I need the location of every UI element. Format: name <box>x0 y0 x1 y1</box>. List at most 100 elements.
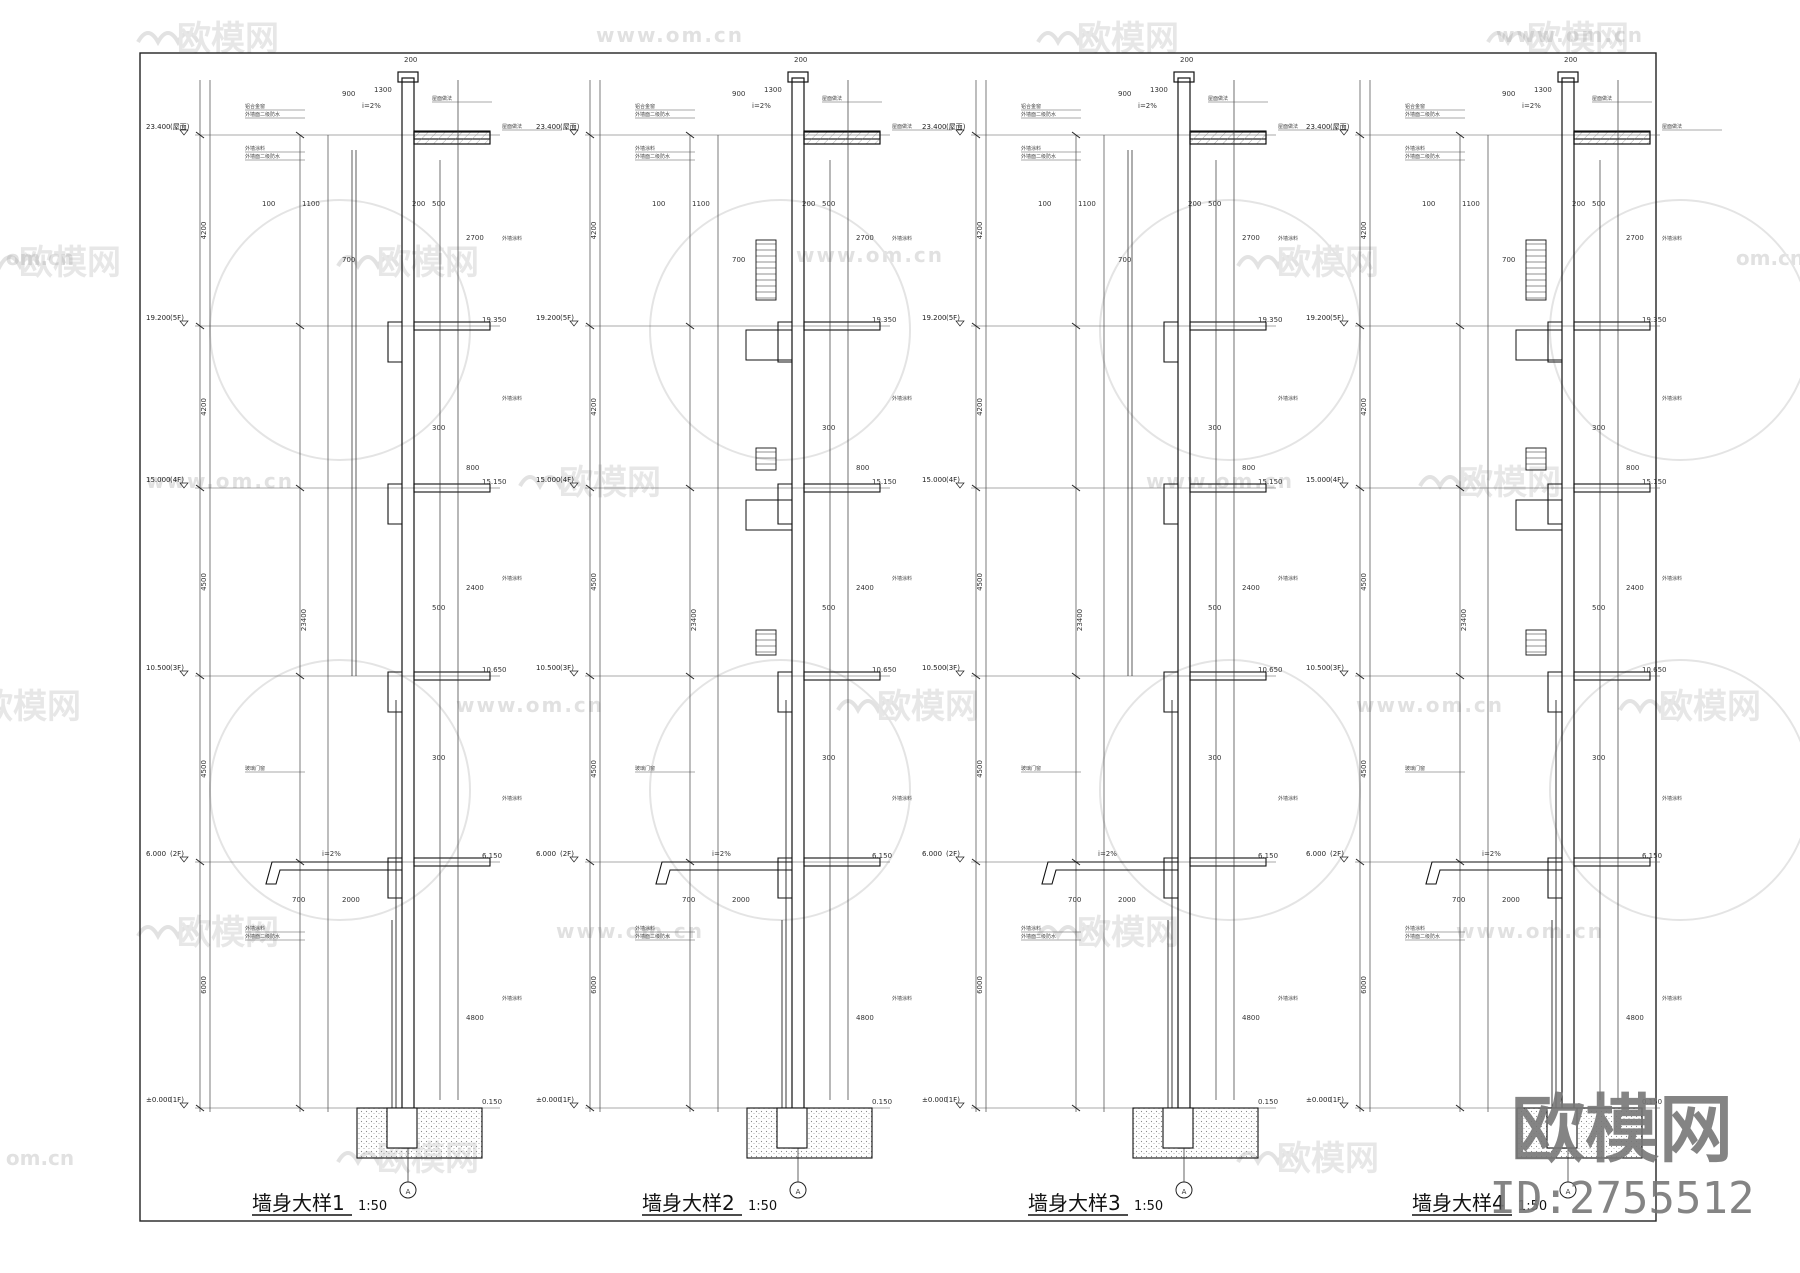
detail-scale-text: 1:50 <box>748 1199 777 1214</box>
leader-note-text: 外墙面二级防水 <box>1021 153 1056 160</box>
detail-scale-text: 1:50 <box>358 1199 387 1214</box>
leader-note-text: 屋面做法 <box>502 123 522 130</box>
right-level-label: 15.150 <box>1258 478 1283 486</box>
leader-note-text: 屋面做法 <box>1208 95 1228 102</box>
leader-note-text: 玻璃门窗 <box>1021 765 1041 772</box>
leader-note: 玻璃门窗 <box>635 765 695 773</box>
level-elevation: 6.000 <box>146 850 166 858</box>
dimension-label: 2700 <box>1626 234 1644 242</box>
louver-window <box>1525 629 1547 656</box>
dimension-label: 700 <box>1502 256 1515 264</box>
dimension-label: 1300 <box>1534 86 1552 94</box>
room-note: 外墙涂料 <box>1278 575 1298 582</box>
canopy-slope: i=2% <box>1482 850 1501 858</box>
level-mark: 23.400(屋面) <box>922 123 966 136</box>
dimension-label: 100 <box>1422 200 1435 208</box>
leader-note: 铝合金窗 <box>635 103 695 111</box>
om-logo-icon <box>1236 255 1300 271</box>
height-dimension: 4200 <box>976 222 984 240</box>
floor-slab <box>803 857 881 867</box>
level-mark: 15.000(4F) <box>146 476 189 489</box>
level-elevation: 6.000 <box>536 850 556 858</box>
om-logo-icon <box>518 475 582 491</box>
watermark: 欧模网 <box>836 687 979 727</box>
height-dimension: 4200 <box>1360 398 1368 416</box>
room-note: 外墙涂料 <box>1278 795 1298 802</box>
axis-bubble-label: A <box>1182 1188 1187 1196</box>
leader-note-text: 铝合金窗 <box>635 103 655 110</box>
height-dimension: 4200 <box>590 222 598 240</box>
leader-note-text: 外墙涂料 <box>245 925 265 932</box>
room-note: 外墙涂料 <box>502 995 522 1002</box>
watermark-url-text: om.cn <box>6 1146 74 1170</box>
floor-slab <box>1573 321 1651 331</box>
floor-slab <box>1189 671 1267 681</box>
level-floor-tag: (1F) <box>560 1096 574 1104</box>
watermark-url-text: www.om.cn <box>1146 469 1294 493</box>
foundation <box>1132 1107 1259 1159</box>
leader-note: 屋面做法 <box>1208 95 1268 103</box>
watermark-url-text: www.om.cn <box>796 243 944 267</box>
dimension-label: i=2% <box>752 102 771 110</box>
dimension-label: 1100 <box>692 200 710 208</box>
om-logo-icon <box>136 31 200 47</box>
level-mark: ±0.000(1F) <box>1306 1096 1349 1109</box>
dimension-label: 500 <box>822 604 835 612</box>
level-mark: ±0.000(1F) <box>922 1096 965 1109</box>
leader-note-text: 屋面做法 <box>892 123 912 130</box>
leader-note-text: 外墙涂料 <box>635 145 655 152</box>
watermark-url-text: www.om.cn <box>596 23 744 47</box>
dimension-label: 200 <box>404 56 417 64</box>
leader-note: 外墙涂料 <box>1405 145 1465 153</box>
level-elevation: 19.200 <box>1306 314 1331 322</box>
leader-note-text: 外墙面二级防水 <box>245 111 280 118</box>
level-elevation: 10.500 <box>146 664 171 672</box>
dimension-label: 300 <box>1208 754 1221 762</box>
detail-title-text: 墙身大样1 <box>252 1191 345 1215</box>
dimension-label: 200 <box>1572 200 1585 208</box>
level-floor-tag: (2F) <box>170 850 184 858</box>
room-note: 外墙涂料 <box>1662 395 1682 402</box>
level-mark: 10.500(3F) <box>922 664 965 677</box>
louver-window <box>755 447 777 471</box>
dimension-label: 300 <box>822 754 835 762</box>
dimension-label: 800 <box>1626 464 1639 472</box>
canopy-slope: i=2% <box>322 850 341 858</box>
leader-note-text: 外墙面二级防水 <box>635 933 670 940</box>
right-level-label: 6.150 <box>482 852 502 860</box>
leader-note-text: 外墙涂料 <box>1405 925 1425 932</box>
dimension-label: 700 <box>1118 256 1131 264</box>
height-dimension: 4200 <box>200 222 208 240</box>
level-floor-tag: (3F) <box>1330 664 1344 672</box>
watermark: 欧模网 <box>1236 1139 1379 1179</box>
level-floor-tag: (屋面) <box>170 123 190 131</box>
leader-note: 玻璃门窗 <box>1021 765 1081 773</box>
floor-slab <box>803 483 881 493</box>
level-floor-tag: (屋面) <box>1330 123 1350 131</box>
louver-window <box>755 239 777 301</box>
watermark-url-text: www.om.cn <box>556 919 704 943</box>
level-elevation: ±0.000 <box>536 1096 562 1104</box>
dimension-label: 200 <box>1180 56 1193 64</box>
floor-slab <box>413 483 491 493</box>
right-level-label: 0.150 <box>482 1098 502 1106</box>
leader-note: 屋面做法 <box>502 123 562 131</box>
room-note: 外墙涂料 <box>1278 995 1298 1002</box>
louver-window <box>1525 239 1547 301</box>
level-elevation: 23.400 <box>146 123 171 131</box>
level-floor-tag: (4F) <box>560 476 574 484</box>
dimension-label: 200 <box>1188 200 1201 208</box>
level-elevation: 19.200 <box>536 314 561 322</box>
dimension-label: 700 <box>342 256 355 264</box>
watermark-url-text: www.om.cn <box>1496 23 1644 47</box>
level-elevation: 6.000 <box>1306 850 1326 858</box>
canopy-dim: 700 <box>682 896 695 904</box>
leader-note: 外墙面二级防水 <box>635 111 695 119</box>
watermark-url: www.om.cn <box>1356 693 1502 717</box>
dimension-label: 4800 <box>1242 1014 1260 1022</box>
dimension-label: 100 <box>262 200 275 208</box>
dimension-label: 4800 <box>466 1014 484 1022</box>
